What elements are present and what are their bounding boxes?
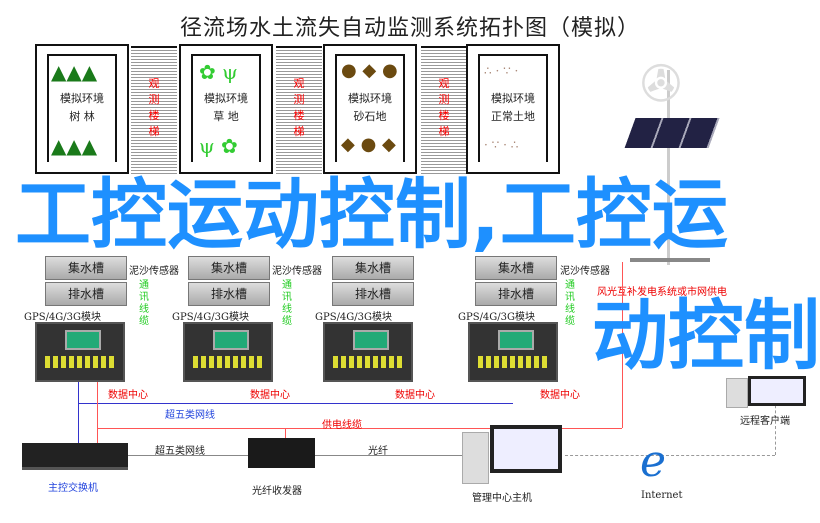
switch-label: 主控交换机 [48, 483, 98, 494]
power-line [622, 262, 623, 428]
sensor-label: 泥沙传感器 [129, 266, 179, 277]
gravel-icon: ◆ ● ◆ [341, 134, 396, 155]
comm-cable-label: 通讯线缆 [565, 280, 575, 327]
remote-tower-icon [726, 378, 748, 408]
gps-label: GPS/4G/3G模块 [24, 312, 102, 323]
host-label: 管理中心主机 [472, 493, 532, 504]
tree-icon: ▲▲▲ [51, 134, 98, 158]
gps-label: GPS/4G/3G模块 [172, 312, 250, 323]
controller [183, 322, 273, 382]
controller [468, 322, 558, 382]
collect-tank: 集水槽 [332, 256, 414, 280]
panel-env-label: 模拟环境 [60, 92, 104, 105]
cat5e-line [78, 403, 513, 404]
overlay-text-line1: 工控运动控制,工控运 [15, 170, 728, 259]
gravel-icon: ● ◆ ● [341, 60, 398, 81]
controller [323, 322, 413, 382]
power-cable-label: 供电线缆 [322, 420, 362, 431]
base [630, 258, 710, 262]
transceiver-icon [248, 438, 315, 468]
internet-line [565, 455, 775, 457]
sensor-label: 泥沙传感器 [272, 266, 322, 277]
stair: 观测楼梯 [276, 46, 322, 176]
host-monitor-icon [490, 425, 562, 473]
cat5e-label: 超五类网线 [165, 410, 215, 421]
internet-explorer-icon: e [640, 436, 667, 487]
cat5e-line [78, 382, 79, 452]
soil-icon: · ∵ · ∴ [484, 138, 519, 152]
power-line [285, 428, 286, 440]
collect-tank: 集水槽 [188, 256, 270, 280]
grass-icon: ψ ✿ [199, 134, 238, 158]
power-line [97, 382, 98, 452]
drain-tank: 排水槽 [45, 282, 127, 306]
soil-icon: ∴ · ∵ · [484, 64, 519, 78]
comm-cable-label: 通讯线缆 [282, 280, 292, 327]
internet-line [775, 400, 777, 455]
stair: 观测楼梯 [421, 46, 467, 176]
switch-icon [22, 443, 128, 470]
cat5e-bottom-label: 超五类网线 [155, 446, 205, 457]
stair-label: 观测楼梯 [438, 77, 450, 138]
wind-turbine-icon: ✇ [640, 55, 682, 113]
panel-type-label: 树 林 [69, 110, 95, 123]
power-source-label: 风光互补发电系统或市网供电 [597, 287, 727, 298]
host-tower-icon [462, 432, 489, 484]
pole [667, 70, 670, 265]
stair-label: 观测楼梯 [148, 77, 160, 138]
panel-gravel: ● ◆ ● 模拟环境 砂石地 ◆ ● ◆ [323, 44, 417, 174]
tree-icon: ▲▲▲ [51, 60, 98, 84]
panel-type-label: 砂石地 [353, 110, 387, 123]
grass-icon: ✿ ψ [199, 60, 238, 84]
data-center-label: 数据中心 [395, 390, 435, 401]
controller [35, 322, 125, 382]
panel-grass: ✿ ψ 模拟环境 草 地 ψ ✿ [179, 44, 273, 174]
panel-soil: ∴ · ∵ · 模拟环境 正常土地 · ∵ · ∴ [466, 44, 560, 174]
panel-env-label: 模拟环境 [204, 92, 248, 105]
panel-env-label: 模拟环境 [491, 92, 535, 105]
remote-label: 远程客户端 [740, 416, 790, 427]
diagram-title: 径流场水土流失自动监测系统拓扑图（模拟） [179, 16, 640, 41]
fiber-label: 光纤 [368, 446, 388, 457]
drain-tank: 排水槽 [475, 282, 557, 306]
collect-tank: 集水槽 [45, 256, 127, 280]
power-line [97, 428, 622, 429]
collect-tank: 集水槽 [475, 256, 557, 280]
stair-label: 观测楼梯 [293, 77, 305, 138]
internet-label: Internet [641, 490, 683, 501]
drain-tank: 排水槽 [332, 282, 414, 306]
remote-monitor-icon [748, 376, 806, 406]
sensor-label: 泥沙传感器 [560, 266, 610, 277]
stair: 观测楼梯 [131, 46, 177, 176]
transceiver-label: 光纤收发器 [252, 486, 302, 497]
gps-label: GPS/4G/3G模块 [458, 312, 536, 323]
data-center-label: 数据中心 [540, 390, 580, 401]
panel-env-label: 模拟环境 [348, 92, 392, 105]
panel-type-label: 正常土地 [491, 110, 535, 123]
data-center-label: 数据中心 [108, 390, 148, 401]
overlay-text-line2: 动控制 [592, 291, 820, 380]
data-center-label: 数据中心 [250, 390, 290, 401]
solar-panel-icon [624, 118, 720, 148]
comm-cable-label: 通讯线缆 [139, 280, 149, 327]
drain-tank: 排水槽 [188, 282, 270, 306]
panel-forest: ▲▲▲ 模拟环境 树 林 ▲▲▲ [35, 44, 129, 174]
gps-label: GPS/4G/3G模块 [315, 312, 393, 323]
panel-type-label: 草 地 [213, 110, 239, 123]
